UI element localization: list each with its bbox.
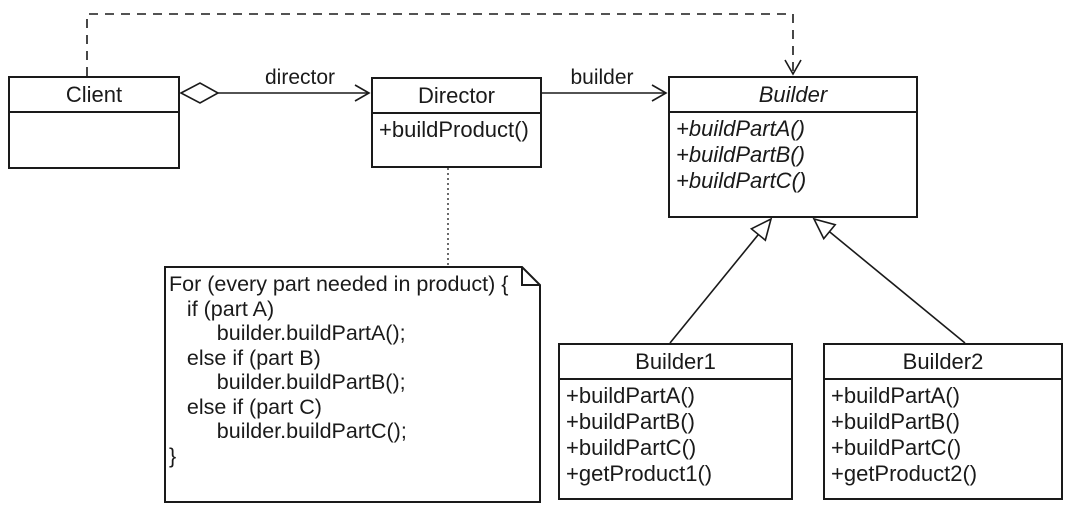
- list-item: +buildPartC(): [676, 168, 807, 193]
- class-builder1-methods: +buildPartA()+buildPartB()+buildPartC()+…: [560, 380, 791, 487]
- list-item: +getProduct2(): [831, 461, 978, 486]
- class-director-methods: +buildProduct(): [373, 114, 540, 143]
- class-builder2-name: Builder2: [825, 345, 1061, 380]
- list-item: if (part A): [169, 296, 275, 321]
- director-role-label: director: [264, 66, 336, 89]
- list-item: }: [169, 443, 177, 468]
- list-item: else if (part B): [169, 345, 321, 370]
- list-item: For (every part needed in product) {: [169, 272, 509, 296]
- class-builder2-methods: +buildPartA()+buildPartB()+buildPartC()+…: [825, 380, 1061, 487]
- list-item: +buildPartC(): [831, 435, 962, 460]
- builder-role-label: builder: [570, 66, 634, 89]
- list-item: +buildPartB(): [676, 142, 806, 167]
- class-builder-name: Builder: [670, 78, 916, 113]
- list-item: +buildPartB(): [831, 409, 961, 434]
- list-item: +buildPartB(): [566, 409, 696, 434]
- list-item: +getProduct1(): [566, 461, 713, 486]
- class-client: Client: [8, 76, 180, 169]
- class-director-name: Director: [373, 79, 540, 114]
- note-shape: [164, 266, 541, 503]
- class-director: Director +buildProduct(): [371, 77, 542, 168]
- class-builder2: Builder2 +buildPartA()+buildPartB()+buil…: [823, 343, 1063, 500]
- class-client-methods: [10, 113, 178, 116]
- generalization-builder1-line: [669, 217, 773, 344]
- list-item: +buildProduct(): [379, 117, 529, 142]
- class-client-name: Client: [10, 78, 178, 113]
- class-builder-methods: +buildPartA()+buildPartB()+buildPartC(): [670, 113, 916, 194]
- list-item: +buildPartA(): [676, 116, 806, 141]
- note-text: For (every part needed in product) { if …: [169, 272, 537, 468]
- list-item: +buildPartC(): [566, 435, 697, 460]
- note-fold-icon: [521, 267, 540, 286]
- list-item: +buildPartA(): [831, 383, 961, 408]
- class-builder1: Builder1 +buildPartA()+buildPartB()+buil…: [558, 343, 793, 500]
- list-item: builder.buildPartA();: [169, 321, 406, 345]
- aggregation-diamond-icon: [179, 82, 220, 104]
- class-builder: Builder +buildPartA()+buildPartB()+build…: [668, 76, 918, 218]
- list-item: builder.buildPartB();: [169, 370, 406, 394]
- class-builder1-name: Builder1: [560, 345, 791, 380]
- dependency-client-to-builder: [86, 13, 802, 76]
- list-item: else if (part C): [169, 394, 322, 419]
- list-item: builder.buildPartC();: [169, 419, 407, 443]
- generalization-builder2-line: [812, 217, 966, 344]
- list-item: +buildPartA(): [566, 383, 696, 408]
